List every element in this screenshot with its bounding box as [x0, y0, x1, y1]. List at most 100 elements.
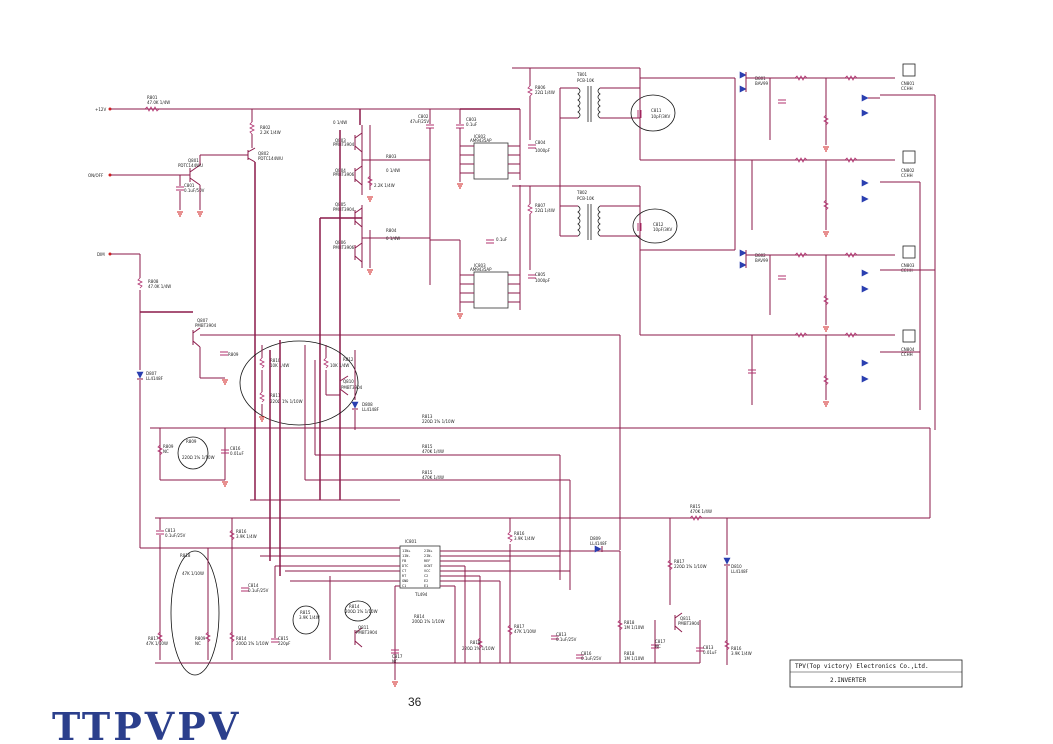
svg-text:47.0K 1/4W: 47.0K 1/4W	[148, 284, 171, 289]
svg-text:PMBT3904: PMBT3904	[195, 323, 217, 328]
svg-text:CN804: CN804	[901, 347, 915, 352]
svg-text:Q810: Q810	[343, 379, 354, 384]
svg-text:NC: NC	[195, 641, 201, 646]
svg-text:C813: C813	[165, 528, 176, 533]
svg-text:T802: T802	[576, 190, 588, 195]
svg-text:22Ω 1/4W: 22Ω 1/4W	[535, 208, 555, 213]
svg-text:Q801: Q801	[188, 158, 199, 163]
capacitor-c814: C814 0.1uF/25V	[241, 583, 269, 593]
transistor-q810: Q810 PMBT3904	[339, 375, 363, 396]
ic801-pin-right: 2IN+	[424, 549, 432, 553]
ic801-pin-left: CT	[402, 569, 407, 573]
connector-cn802: CN802 CCHH	[901, 150, 916, 178]
svg-text:R812: R812	[343, 357, 354, 362]
ic801-pin-left: GND	[402, 579, 408, 583]
transformer-t802: T802 PCB-10K	[560, 190, 640, 240]
svg-text:47.0K 1/4W: 47.0K 1/4W	[147, 100, 170, 105]
resistor-r801: R801 47.0K 1/4W	[144, 95, 170, 112]
svg-text:470K 1/4W: 470K 1/4W	[690, 509, 712, 514]
highlight-ring-protection	[239, 340, 359, 426]
highlight-ring-dtc	[170, 550, 220, 676]
svg-text:PMBT3904: PMBT3904	[333, 207, 355, 212]
input-onoff-label: ON/OFF	[88, 173, 104, 178]
resistor-r810: R810 10K 1/4W	[259, 345, 289, 369]
diode-d809: D809 LL4148F	[590, 536, 608, 553]
svg-text:R809: R809	[186, 439, 197, 444]
svg-text:220pF: 220pF	[278, 641, 291, 646]
transistor-q802: Q802 PDTC144WU	[247, 134, 283, 163]
svg-text:0.1uF/25V: 0.1uF/25V	[248, 588, 269, 593]
svg-text:47K 1/10W: 47K 1/10W	[146, 641, 168, 646]
brand-logo: TTPVPV	[52, 704, 241, 744]
svg-text:1000pF: 1000pF	[535, 148, 551, 153]
svg-text:C803: C803	[466, 117, 477, 122]
ic801-pin-left: DTC	[402, 564, 408, 568]
svg-text:NC: NC	[655, 644, 661, 649]
svg-text:D808: D808	[362, 402, 373, 407]
svg-text:220Ω 1% 1/10W: 220Ω 1% 1/10W	[422, 419, 455, 424]
svg-text:BAV99: BAV99	[755, 81, 769, 86]
svg-text:R816: R816	[731, 646, 742, 651]
svg-text:Q807: Q807	[197, 318, 208, 323]
transistor-q806: Q806 PMBT3906	[333, 240, 363, 263]
svg-text:BAV99: BAV99	[755, 258, 769, 263]
svg-text:R808: R808	[148, 279, 159, 284]
connector-cn804: CN804 CCHH	[901, 329, 916, 357]
svg-text:PMBT3904: PMBT3904	[678, 621, 700, 626]
svg-text:1000pF: 1000pF	[535, 278, 551, 283]
capacitor-c805: C805 1000pF	[528, 272, 551, 283]
svg-text:220Ω 1% 1/10W: 220Ω 1% 1/10W	[462, 646, 495, 651]
ic801-pin-right: 2IN-	[424, 554, 432, 558]
svg-text:47K 1/10W: 47K 1/10W	[182, 571, 204, 576]
svg-text:0.1uF: 0.1uF	[496, 237, 508, 242]
output-cluster-3	[778, 252, 869, 332]
svg-text:R816: R816	[514, 531, 525, 536]
svg-text:C817: C817	[655, 639, 666, 644]
title-block-drawing: 2.INVERTER	[830, 677, 867, 684]
svg-text:2.2K 1/4W: 2.2K 1/4W	[374, 183, 395, 188]
diode-d802: D802 BAV99	[739, 249, 769, 269]
page-number: 36	[408, 695, 422, 709]
svg-text:3.9K 1/4W: 3.9K 1/4W	[514, 536, 535, 541]
svg-text:C802: C802	[418, 114, 429, 119]
svg-text:0 1/4W: 0 1/4W	[333, 120, 347, 125]
svg-text:R802: R802	[260, 125, 271, 130]
output-cluster-1	[778, 75, 880, 152]
svg-text:R814: R814	[349, 604, 360, 609]
svg-text:Q802: Q802	[258, 151, 269, 156]
svg-text:0 1/4W: 0 1/4W	[386, 168, 400, 173]
svg-text:PDTC144WU: PDTC144WU	[258, 156, 283, 161]
svg-text:47uF/25V: 47uF/25V	[410, 119, 429, 124]
ic-ic803: IC803 AM9435AP	[460, 263, 520, 309]
svg-text:R818: R818	[624, 620, 635, 625]
svg-text:10K 1/4W: 10K 1/4W	[330, 363, 349, 368]
svg-text:47K 1/10W: 47K 1/10W	[514, 629, 536, 634]
svg-text:0 1/4W: 0 1/4W	[386, 236, 400, 241]
svg-text:R804: R804	[386, 228, 397, 233]
input-12v-label: +12V	[95, 107, 106, 112]
svg-text:R809: R809	[163, 444, 174, 449]
svg-text:C804: C804	[535, 140, 546, 145]
svg-text:470K 1/4W: 470K 1/4W	[422, 449, 444, 454]
highlight-ring-rt	[292, 605, 320, 635]
svg-text:C805: C805	[535, 272, 546, 277]
svg-text:T801: T801	[576, 72, 588, 77]
svg-text:200Ω 1% 1/10W: 200Ω 1% 1/10W	[236, 641, 269, 646]
svg-text:R811: R811	[270, 393, 281, 398]
svg-text:NC: NC	[392, 659, 398, 664]
input-dim-label: DIM	[97, 252, 105, 257]
svg-text:LL4148F: LL4148F	[146, 376, 164, 381]
svg-text:R817: R817	[514, 624, 525, 629]
title-block: TPV(Top victory) Electronics Co.,Ltd. 2.…	[789, 659, 963, 688]
svg-text:D810: D810	[731, 564, 742, 569]
svg-text:LL4148F: LL4148F	[590, 541, 608, 546]
transistor-q803: 0 1/4W Q803 PMBT3904	[333, 120, 363, 153]
ic801-pin-right: REF	[424, 559, 430, 563]
svg-text:C817: C817	[392, 654, 403, 659]
input-12v: +12V	[95, 107, 460, 112]
svg-text:PDTC144WU: PDTC144WU	[178, 163, 203, 168]
svg-text:0.1uF: 0.1uF	[466, 122, 478, 127]
svg-text:0.01uF: 0.01uF	[230, 451, 244, 456]
transformer-t801: T801 PCB-10K	[560, 72, 640, 122]
